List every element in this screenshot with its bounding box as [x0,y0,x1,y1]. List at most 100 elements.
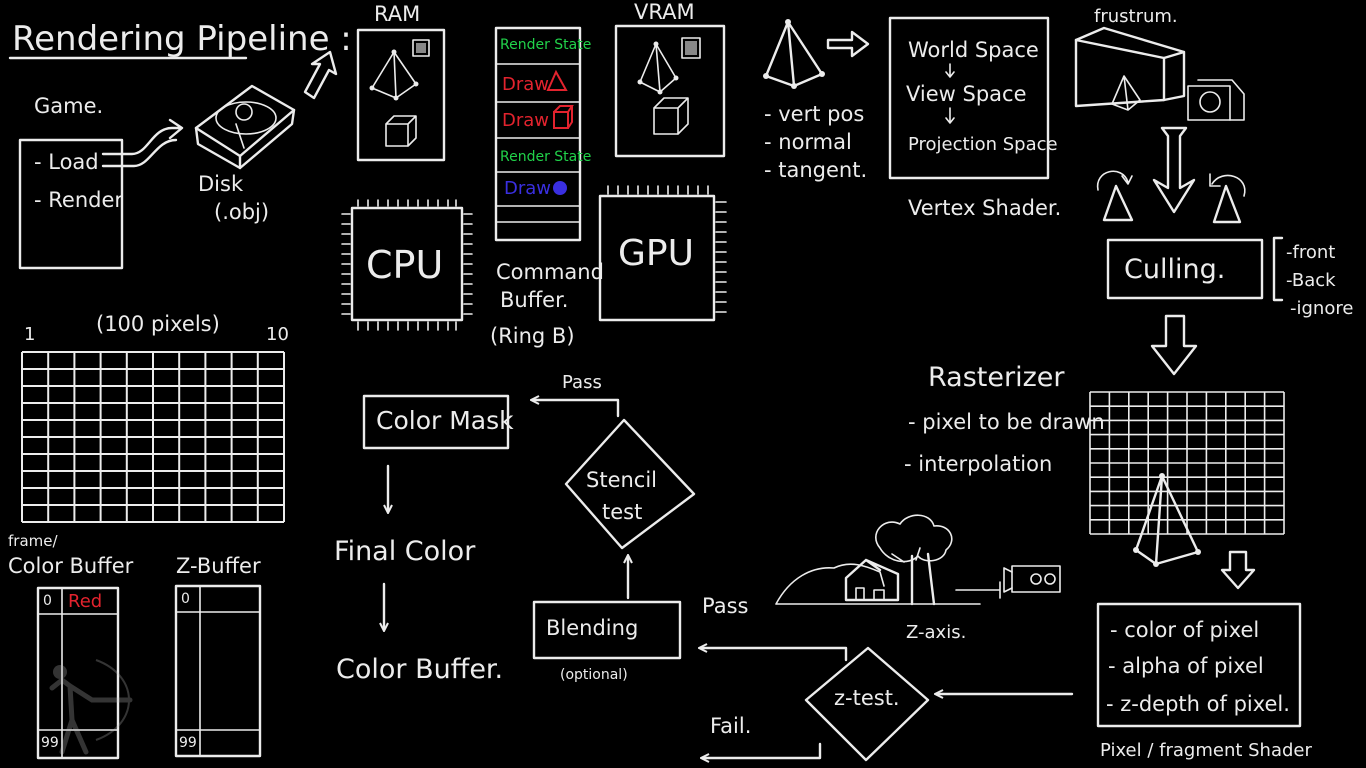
z-buffer-index-99: 99 [179,735,197,751]
fragment-shader-box [1096,602,1302,728]
draw-sphere-icon [553,181,567,195]
gpu-label: GPU [618,233,694,274]
page-title: Rendering Pipeline : [12,19,352,59]
cpu-label: CPU [366,243,444,287]
frustum-icon [1074,26,1245,121]
grid-caption: (100 pixels) [96,312,220,336]
frustum-to-culling-arrow [1152,126,1196,214]
disk-to-ram-arrow [303,50,338,100]
cmd-row-draw-3: Draw [504,178,552,199]
stencil-pass-label: Pass [562,372,602,393]
grid-end-label: 10 [266,324,289,345]
raster-pyramid-icon [1133,473,1201,567]
disk-drive-icon [194,84,296,170]
command-buffer-caption-1: Command [496,260,604,284]
color-buffer-index-0: 0 [43,593,52,609]
color-buffer-table [36,586,120,760]
vertex-pyramid-icon [763,19,825,89]
draw-cube-icon [553,105,574,129]
draw-pyramid-icon [546,69,568,91]
color-buffer-value-red: Red [68,591,103,612]
raster-to-fragment-arrow [1220,550,1256,590]
game-item-render: - Render [34,188,124,212]
raster-grid [1089,391,1285,535]
fragment-item-alpha: - alpha of pixel [1108,654,1264,678]
z-buffer-index-0: 0 [181,591,190,607]
rasterizer-item-pixels: - pixel to be drawn [908,410,1105,434]
pixel-grid [21,351,285,523]
rasterizer-item-interp: - interpolation [904,452,1053,476]
final-color-label: Final Color [334,536,476,567]
culling-options-bracket [1272,236,1284,302]
archer-watermark [49,659,133,755]
color-mask-box [362,394,510,450]
z-buffer-label: Z-Buffer [176,554,261,578]
ram-box [356,28,446,162]
z-buffer-table [174,584,262,758]
vram-label: VRAM [634,0,695,24]
ztest-fail-label: Fail. [710,714,752,738]
ztest-fail-arrow [702,742,822,758]
game-item-load: - Load [34,150,99,174]
color-buffer-top-label: frame/ [8,532,58,550]
vertex-attr-normal: - normal [764,130,852,154]
color-mask-label: Color Mask [376,406,514,435]
command-buffer-box [494,26,582,242]
blending-note: (optional) [560,667,628,683]
cmd-row-draw-2: Draw [502,110,550,131]
world-space-label: World Space [908,38,1039,62]
z-test-diamond [804,646,930,762]
scene-house-tree-camera [775,514,1061,606]
vram-cube-icon [653,97,689,135]
z-axis-label: Z-axis. [906,622,967,643]
vertex-shader-caption: Vertex Shader. [908,196,1062,220]
fragment-shader-caption: Pixel / fragment Shader [1100,740,1312,761]
ztest-pass-label: Pass [702,594,749,618]
rasterizer-title: Rasterizer [928,362,1065,393]
ram-texture-icon [412,39,430,57]
command-buffer-caption-2: Buffer. [500,288,569,312]
disk-label: Disk [198,172,244,196]
fragment-item-color: - color of pixel [1110,618,1260,642]
grid-start-label: 1 [24,324,36,345]
game-box [18,138,124,270]
stencil-test-diamond [564,418,696,550]
game-to-disk-arrow [101,118,184,156]
cpu-chip [341,199,473,331]
front-face-icon [1096,170,1134,222]
ram-label: RAM [374,2,421,26]
culling-to-raster-arrow [1150,314,1198,376]
vram-box [614,24,726,158]
culling-option-back: -Back [1286,270,1336,291]
cmd-row-draw-1: Draw [502,74,550,95]
vertex-attr-pos: - vert pos [764,102,865,126]
culling-option-front: -front [1286,242,1336,263]
frustum-label: frustrum. [1094,6,1178,27]
culling-option-ignore: -ignore [1290,298,1354,319]
ztest-pass-arrow [700,648,848,662]
blending-box [532,600,682,660]
stencil-test-label-1: Stencil [586,468,658,492]
culling-box [1106,238,1264,300]
blending-label: Blending [546,616,639,640]
fragment-item-zdepth: - z-depth of pixel. [1106,692,1290,716]
view-space-label: View Space [906,82,1027,106]
vram-pyramid-icon [637,41,679,95]
stencil-test-label-2: test [602,500,643,524]
vertex-attr-tangent: - tangent. [764,158,868,182]
ram-pyramid-icon [369,49,419,101]
culling-label: Culling. [1124,254,1226,285]
ram-cube-icon [385,115,417,147]
cmd-row-render-state-2: Render State [500,149,592,165]
to-vertex-shader-arrow [826,30,870,58]
disk-ext: (.obj) [214,200,270,224]
cmd-row-render-state-1: Render State [500,37,592,53]
ztest-label: z-test. [834,686,900,710]
game-label: Game. [34,94,104,118]
back-face-icon [1209,173,1246,224]
color-buffer-label: Color Buffer [8,554,134,578]
stencil-pass-arrow [532,400,620,418]
projection-space-label: Projection Space [908,134,1058,155]
final-color-buffer-label: Color Buffer. [336,654,504,685]
